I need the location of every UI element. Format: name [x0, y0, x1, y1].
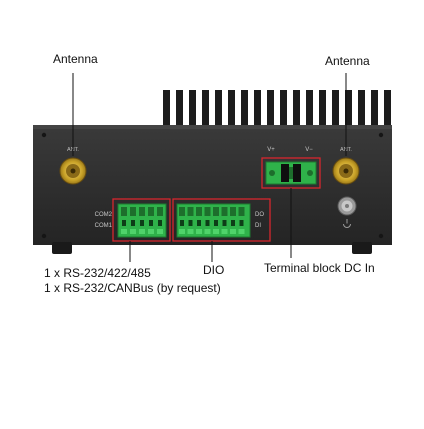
panel-label-com2: COM2: [95, 212, 113, 218]
panel-label-do: DO: [255, 212, 264, 218]
callout-box-com: [112, 198, 171, 242]
callout-box-dio: [172, 198, 271, 242]
callout-antenna-right: Antenna: [325, 54, 370, 68]
panel-label-di: DI: [255, 223, 261, 229]
heatsink-fins: [163, 90, 391, 126]
dio-terminal-block[interactable]: [176, 203, 251, 238]
dc-in-terminal-block[interactable]: [265, 161, 317, 185]
panel-label-v-minus: V−: [305, 147, 313, 153]
antenna-connector-left-icon: [59, 157, 87, 185]
antenna-connector-right-icon: [332, 157, 360, 185]
leader-lines: [72, 73, 347, 262]
panel-label-v-plus: V+: [267, 147, 275, 153]
panel-label-com1: COM1: [95, 223, 113, 229]
com-terminal-block[interactable]: [117, 203, 167, 238]
foot-left: [52, 242, 72, 254]
power-button-icon[interactable]: [337, 196, 357, 216]
callout-serial-ports: 1 x RS-232/422/485 1 x RS-232/CANBus (by…: [44, 266, 221, 295]
power-symbol-icon: [343, 219, 351, 228]
mounting-screws: [41, 132, 384, 239]
callout-dio: DIO: [203, 263, 225, 277]
foot-right: [352, 242, 372, 254]
callout-antenna-left: Antenna: [53, 52, 98, 66]
callout-dc-in: Terminal block DC In: [264, 261, 375, 275]
